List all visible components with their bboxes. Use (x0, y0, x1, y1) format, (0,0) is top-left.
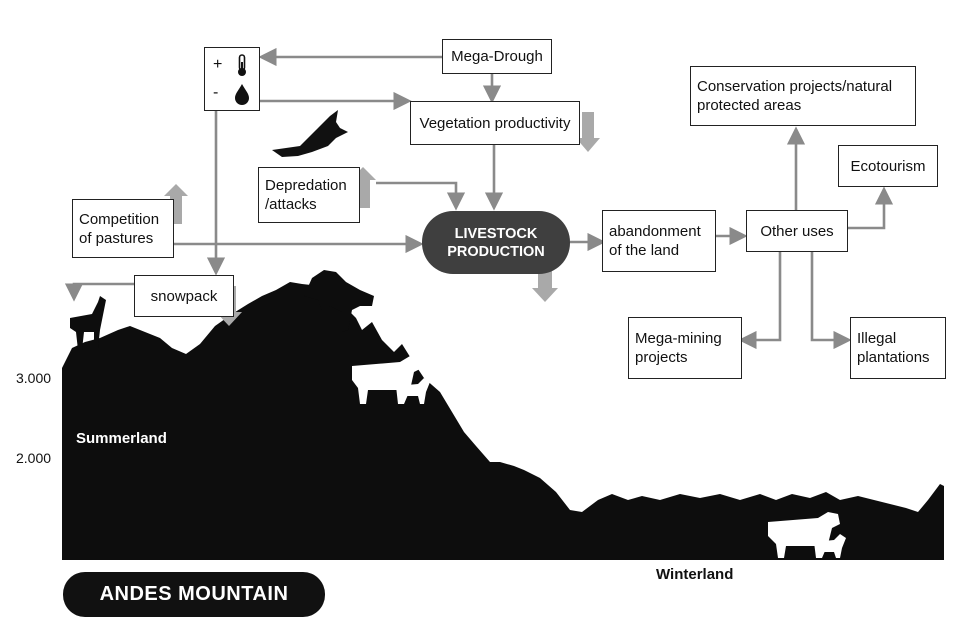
ecotourism-node: Ecotourism (838, 145, 938, 187)
competition-node: Competition of pastures (72, 199, 174, 258)
abandonment-label-line1: abandonment (609, 223, 701, 240)
guanaco-icon (70, 296, 106, 350)
mega-drought-node: Mega-Drough (442, 39, 552, 74)
illegal-plantations-node: Illegal plantations (850, 317, 946, 379)
illegal-label-line1: Illegal (857, 330, 897, 347)
competition-label-line1: Competition (79, 210, 160, 228)
mega-mining-node: Mega-mining projects (628, 317, 742, 379)
puma-icon (304, 270, 374, 332)
mega-mining-label-line2: projects (635, 349, 688, 366)
trend-down-arrow (576, 112, 600, 152)
vegetation-productivity-node: Vegetation productivity (410, 101, 580, 145)
abandonment-label-line2: of the land (609, 242, 680, 259)
altitude-3000-label: 3.000 (16, 370, 52, 386)
snowpack-label: snowpack (150, 287, 218, 305)
summerland-label: Summerland (76, 430, 167, 447)
conservation-node: Conservation projects/natural protected … (690, 66, 916, 126)
other-uses-node: Other uses (746, 210, 848, 252)
cow-and-calf-icon (352, 356, 430, 404)
mega-drought-label: Mega-Drough (451, 48, 543, 65)
livestock-label-line1: LIVESTOCK (454, 225, 538, 242)
competition-label-line2: of pastures (79, 229, 154, 247)
livestock-label-line2: PRODUCTION (447, 243, 545, 260)
decrease-sign: - (213, 84, 219, 101)
water-drop-icon (235, 84, 249, 105)
altitude-2000-label: 2.000 (16, 450, 52, 466)
mega-mining-label-line1: Mega-mining (635, 330, 722, 347)
snowpack-node: snowpack (134, 275, 234, 317)
increase-sign: + (213, 56, 223, 73)
conservation-label-line1: Conservation projects/natural (697, 78, 893, 95)
connector-arrows (64, 47, 894, 350)
thermometer-icon (238, 54, 246, 76)
depredation-node: Depredation /attacks (258, 167, 360, 223)
depredation-label-line2: /attacks (265, 196, 317, 213)
livestock-production-node: LIVESTOCK PRODUCTION (422, 211, 570, 274)
mountain-silhouette (62, 282, 944, 560)
ecotourism-label: Ecotourism (850, 157, 926, 175)
other-uses-label: Other uses (760, 222, 834, 240)
illegal-label-line2: plantations (857, 349, 930, 366)
winterland-label: Winterland (656, 566, 734, 583)
climate-change-box: + - (204, 47, 260, 111)
cow-and-calf-icon (768, 512, 846, 558)
depredation-label-line1: Depredation (265, 177, 347, 194)
vegetation-productivity-label: Vegetation productivity (419, 114, 571, 132)
andes-mountain-banner: ANDES MOUNTAIN (63, 572, 325, 617)
abandonment-node: abandonment of the land (602, 210, 716, 272)
condor-icon (272, 110, 348, 157)
conservation-label-line2: protected areas (697, 97, 802, 114)
